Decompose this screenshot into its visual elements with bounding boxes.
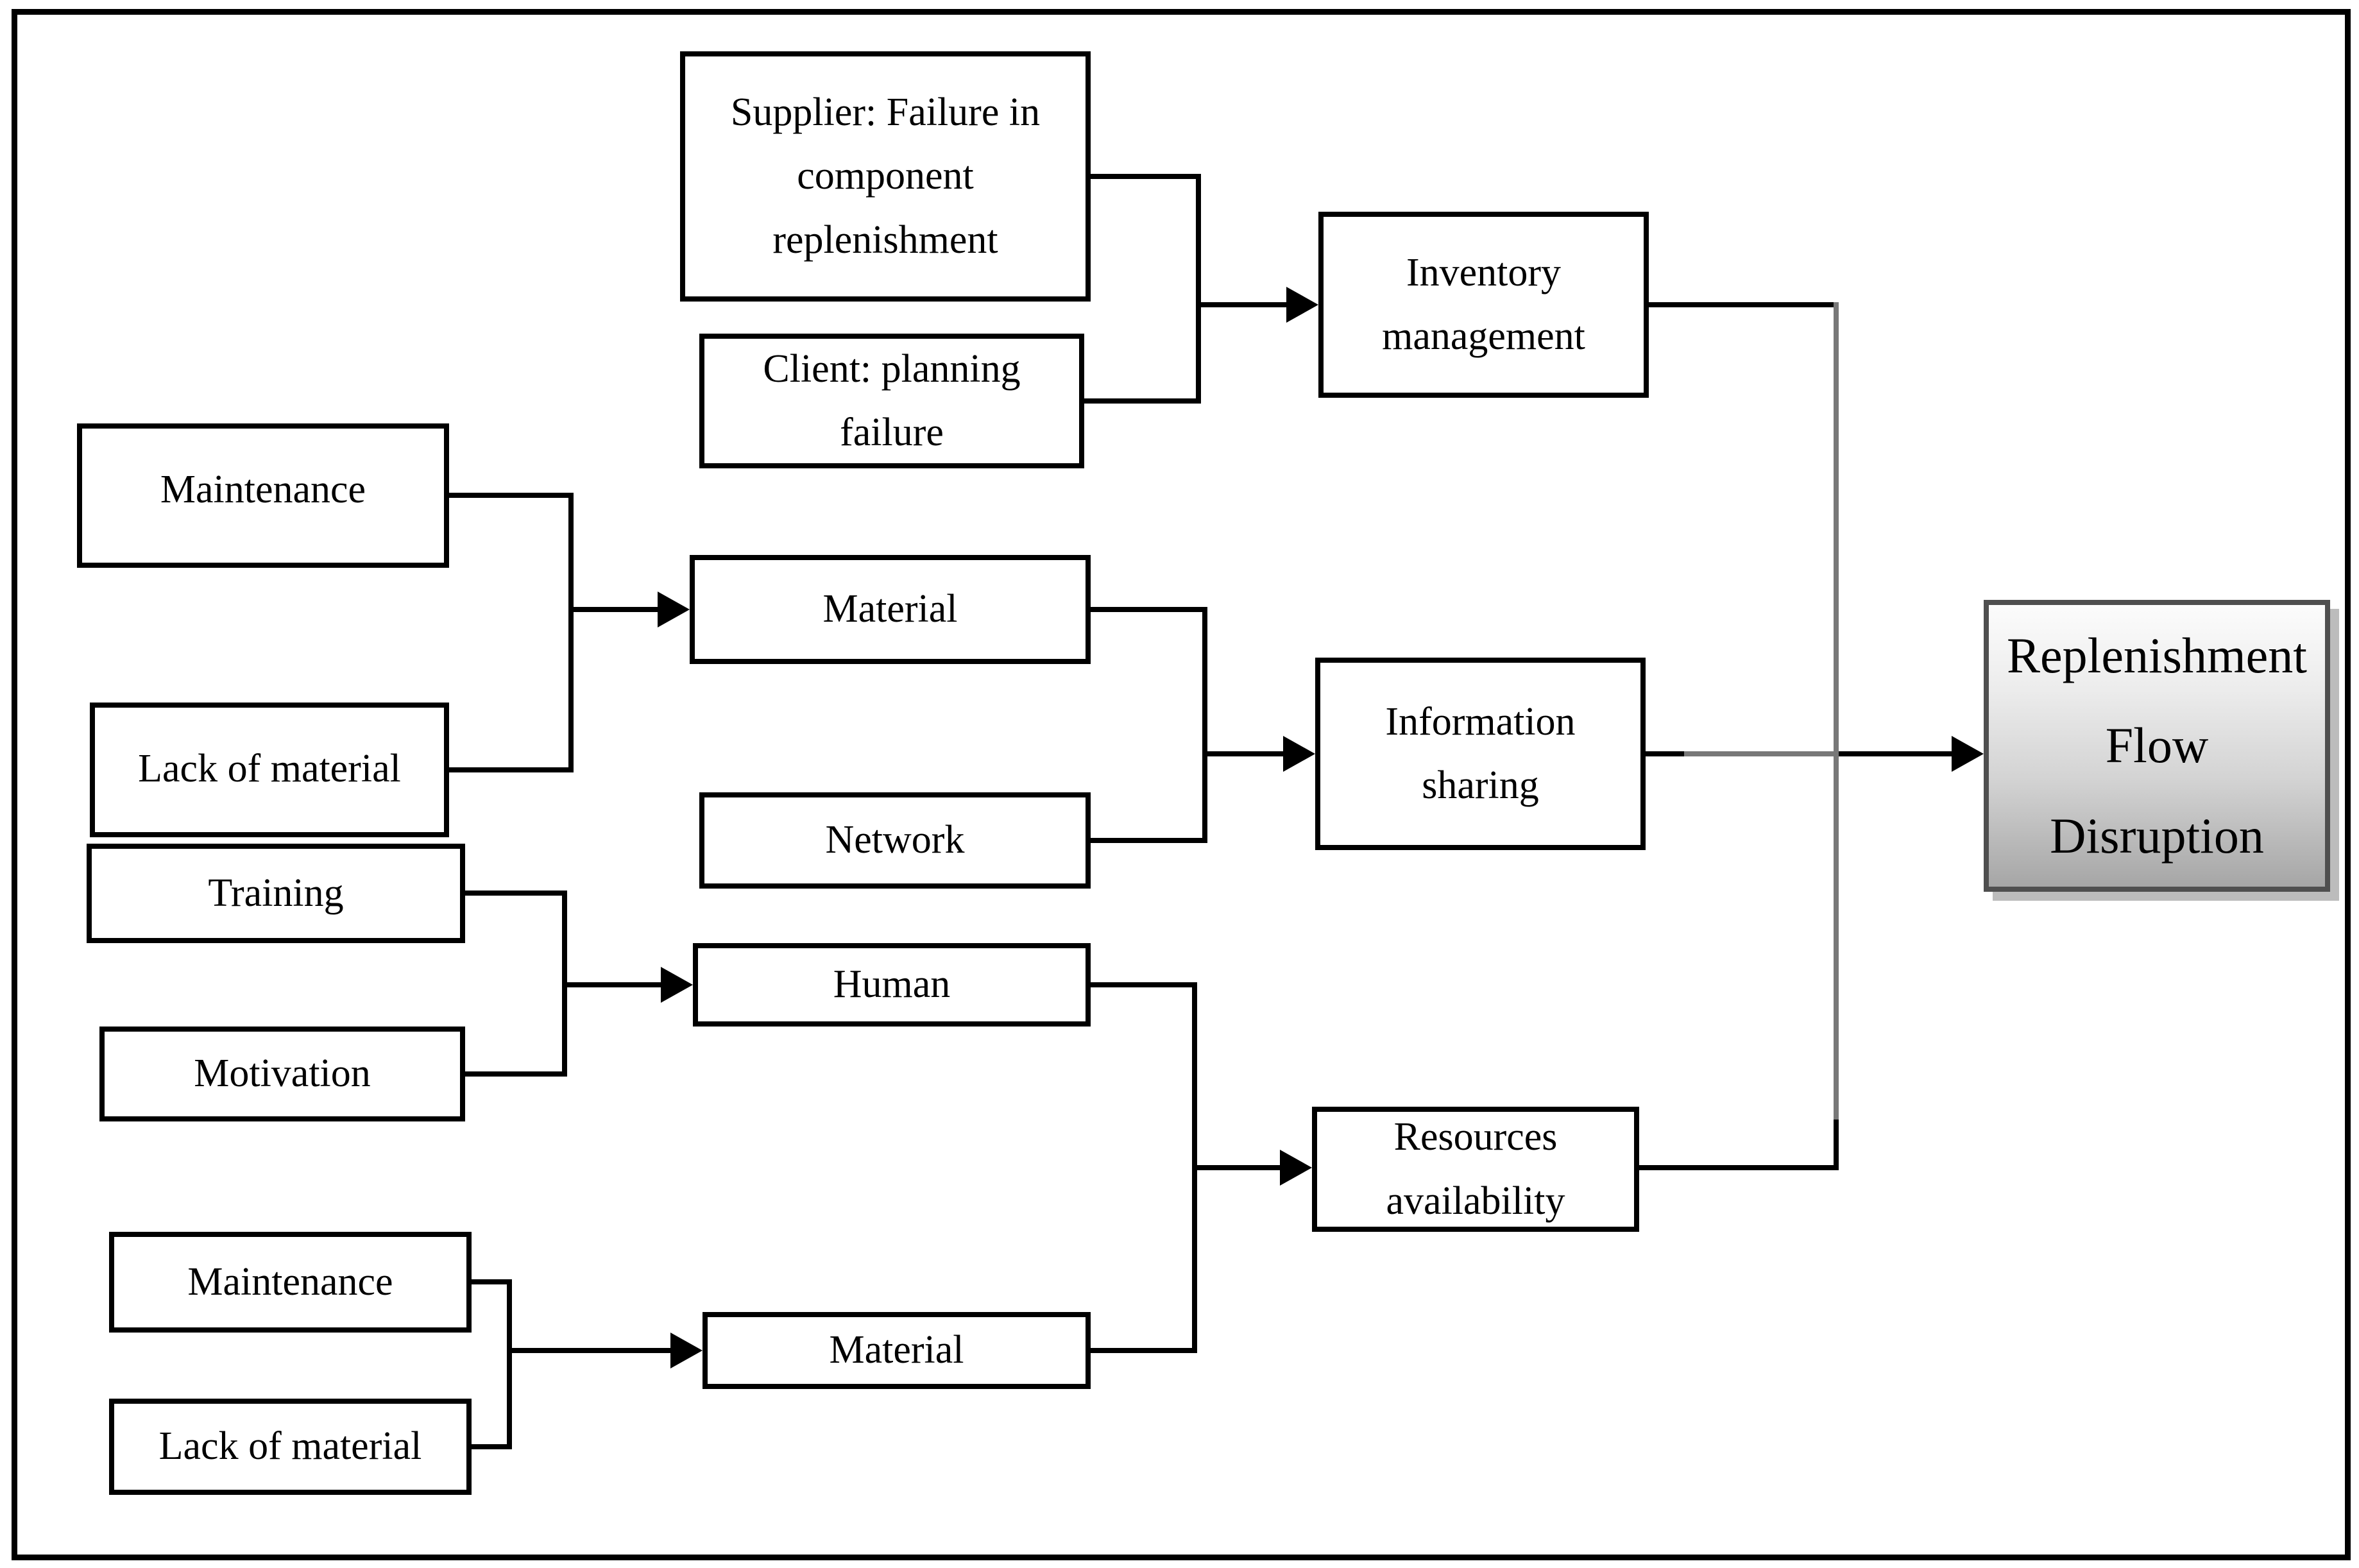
connector-line (568, 493, 574, 772)
connector-line (472, 1279, 512, 1284)
node-material-bottom: Material (703, 1312, 1091, 1389)
node-label: Lack of material (158, 1424, 422, 1469)
node-label: Training (208, 871, 344, 915)
connector-line (1091, 174, 1198, 179)
connector-line (1196, 174, 1201, 404)
connector-line (465, 1071, 567, 1077)
arrowhead-icon (658, 592, 690, 627)
connector-line (565, 982, 663, 987)
node-label: Maintenance (160, 468, 366, 511)
connector-line (449, 767, 574, 772)
connector-line (1198, 302, 1289, 307)
connector-line (465, 891, 567, 896)
node-supplier-failure: Supplier: Failure in component replenish… (680, 51, 1091, 302)
connector-line (472, 1444, 512, 1449)
connector-line (1839, 751, 1954, 756)
arrowhead-icon (1280, 1150, 1312, 1186)
node-network: Network (699, 792, 1091, 889)
node-inventory-management: Inventory management (1318, 212, 1649, 398)
node-information-sharing: Information sharing (1315, 658, 1646, 850)
connector-line (1684, 751, 1839, 756)
node-maintenance-bottom: Maintenance (109, 1232, 472, 1333)
node-material-middle: Material (690, 555, 1091, 664)
node-label: Human (833, 962, 951, 1007)
connector-line (1091, 607, 1207, 612)
connector-line (1091, 1348, 1197, 1353)
node-resources-availability: Resources availability (1312, 1107, 1639, 1232)
connector-line (509, 1348, 673, 1353)
node-maintenance-top: Maintenance (77, 423, 449, 568)
connector-line (1195, 1165, 1282, 1170)
arrowhead-icon (670, 1333, 703, 1368)
node-replenishment-flow-disruption: Replenishment Flow Disruption (1984, 600, 2330, 892)
node-label: Supplier: Failure in component replenish… (730, 90, 1041, 262)
connector-line (1205, 751, 1286, 756)
node-label: Network (825, 818, 965, 862)
connector-line (1639, 1165, 1839, 1170)
node-motivation: Motivation (99, 1027, 465, 1121)
node-client-planning-failure: Client: planning failure (699, 334, 1084, 468)
node-label: Motivation (194, 1052, 371, 1096)
node-label: Material (829, 1328, 964, 1372)
arrowhead-icon (1952, 736, 1984, 772)
arrowhead-icon (661, 967, 693, 1003)
node-label: Inventory management (1382, 250, 1585, 358)
connector-line (1646, 751, 1684, 756)
node-label: Material (822, 587, 958, 631)
connector-line (1834, 1120, 1839, 1170)
connector-line (1834, 302, 1839, 1170)
node-human: Human (693, 943, 1091, 1027)
arrowhead-icon (1283, 736, 1315, 772)
node-label: Information sharing (1385, 699, 1576, 807)
node-label: Client: planning failure (763, 346, 1021, 454)
connector-line (449, 493, 574, 498)
arrowhead-icon (1286, 287, 1318, 323)
node-lack-of-material-top: Lack of material (90, 703, 449, 837)
node-label: Replenishment Flow Disruption (2007, 627, 2307, 864)
connector-line (1202, 607, 1207, 843)
connector-line (507, 1279, 512, 1449)
node-label: Lack of material (138, 747, 401, 790)
connector-line (1084, 398, 1198, 404)
connector-line (1091, 838, 1207, 843)
node-label: Resources availability (1386, 1115, 1565, 1223)
node-training: Training (87, 844, 465, 943)
diagram-border (12, 9, 2351, 1560)
node-label: Maintenance (187, 1259, 393, 1304)
connector-line (1649, 302, 1839, 307)
node-lack-of-material-bottom: Lack of material (109, 1399, 472, 1495)
connector-line (1091, 982, 1197, 987)
connector-line (571, 607, 660, 612)
